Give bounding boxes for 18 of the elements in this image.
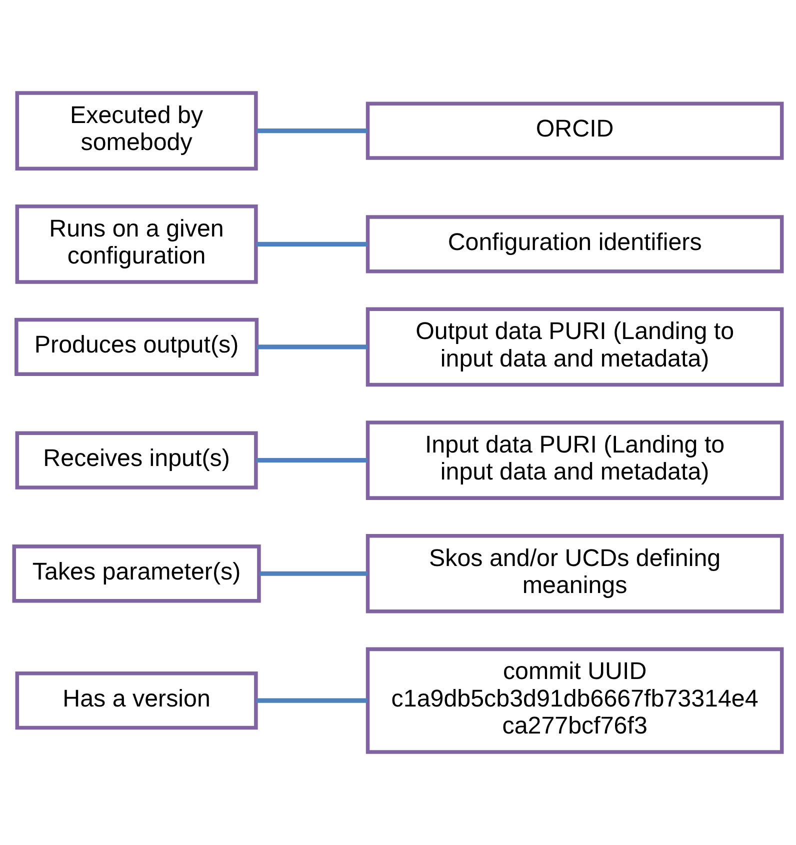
node-box: Executed by somebody [15,91,258,170]
connector [256,128,368,134]
node-box: Input data PURI (Landing to input data and metadata) [366,420,784,500]
connector [256,242,368,246]
node-box: Skos and/or UCDs defining meanings [366,534,784,614]
node-box: commit UUID c1a9db5cb3d91db6667fb73314e4 ca277bcf76f3 [366,647,784,754]
connector [257,344,368,350]
node-box: Runs on a given configuration [15,204,258,284]
node-box: Takes parameter(s) [12,544,261,603]
connector [256,698,368,703]
node-box: Produces output(s) [14,318,259,376]
connector [256,458,368,463]
node-box: Configuration identifiers [366,215,784,274]
node-box: Has a version [15,671,258,730]
node-box: Output data PURI (Landing to input data and metadata) [366,307,784,387]
node-box: Receives input(s) [15,431,258,490]
node-box: ORCID [366,102,784,160]
connector [259,571,368,576]
